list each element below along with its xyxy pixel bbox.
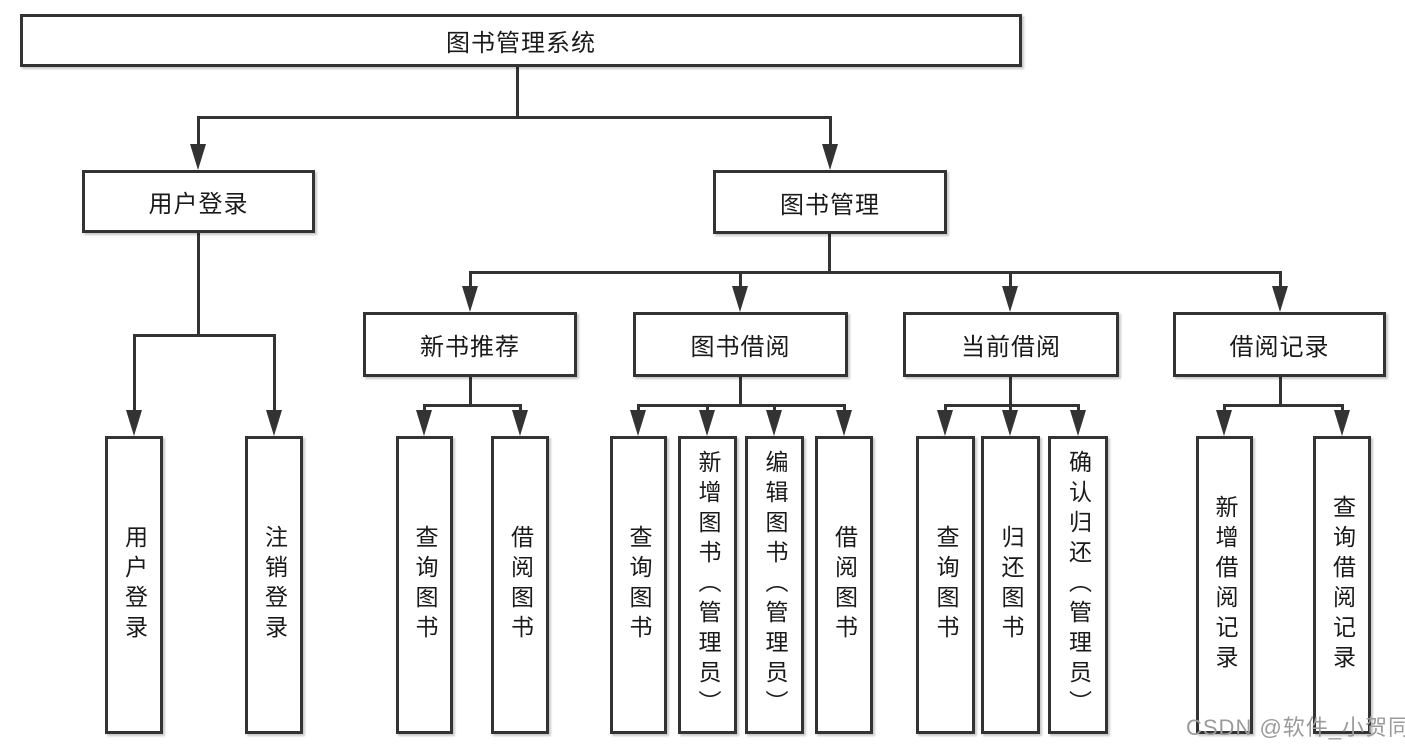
- arrow-down-icon: [836, 410, 852, 436]
- connector-line: [828, 117, 832, 162]
- leaf-label: 查询图书: [933, 525, 959, 645]
- node-current-borrowing: 当前借阅: [903, 312, 1119, 377]
- leaf-logout: 注销登录: [245, 436, 303, 734]
- node-borrowing-records: 借阅记录: [1173, 312, 1386, 377]
- connector-line: [196, 115, 832, 119]
- node-new-book-recommendation: 新书推荐: [363, 312, 577, 377]
- node-label: 图书管理: [780, 191, 880, 219]
- leaf-return-books: 归还图书: [981, 436, 1040, 734]
- leaf-label: 编辑图书（管理员）: [762, 450, 788, 720]
- arrow-down-icon: [1070, 410, 1086, 436]
- leaf-edit-books-admin: 编辑图书（管理员）: [745, 436, 804, 734]
- arrow-down-icon: [699, 410, 715, 436]
- arrow-down-icon: [630, 410, 646, 436]
- leaf-query-books-1: 查询图书: [396, 436, 453, 734]
- connector-line: [468, 377, 472, 407]
- arrow-down-icon: [190, 144, 206, 170]
- leaf-query-books-3: 查询图书: [916, 436, 975, 734]
- leaf-add-books-admin: 新增图书（管理员）: [678, 436, 737, 734]
- connector-line: [1278, 377, 1282, 407]
- connector-line: [738, 377, 742, 407]
- arrow-down-icon: [822, 144, 838, 170]
- connector-line: [468, 270, 1282, 274]
- connector-line: [1222, 403, 1344, 407]
- connector-line: [422, 403, 522, 407]
- csdn-watermark: CSDN @软件_小贺同学: [1186, 715, 1405, 740]
- node-label: 新书推荐: [420, 334, 520, 361]
- connector-line: [196, 117, 200, 162]
- node-label: 图书管理系统: [446, 30, 596, 57]
- leaf-query-borrow-record: 查询借阅记录: [1313, 436, 1371, 734]
- leaf-label: 确认归还（管理员）: [1065, 450, 1092, 720]
- connector-line: [1008, 377, 1012, 407]
- connector-line: [827, 234, 831, 274]
- arrow-down-icon: [766, 410, 782, 436]
- connector-line: [272, 335, 276, 428]
- leaf-label: 查询借阅记录: [1329, 495, 1356, 675]
- arrow-down-icon: [266, 410, 282, 436]
- node-book-management: 图书管理: [713, 170, 947, 234]
- leaf-label: 借阅图书: [831, 525, 858, 645]
- leaf-label: 借阅图书: [507, 525, 534, 645]
- leaf-user-login: 用户登录: [105, 436, 163, 734]
- arrow-down-icon: [1272, 286, 1288, 312]
- arrow-down-icon: [462, 286, 478, 312]
- leaf-confirm-return-admin: 确认归还（管理员）: [1048, 436, 1108, 734]
- arrow-down-icon: [416, 410, 432, 436]
- leaf-label: 用户登录: [121, 525, 148, 645]
- arrow-down-icon: [1002, 410, 1018, 436]
- arrow-down-icon: [126, 410, 142, 436]
- arrow-down-icon: [937, 410, 953, 436]
- connector-line: [636, 403, 846, 407]
- node-label: 借阅记录: [1229, 334, 1330, 361]
- arrow-down-icon: [1334, 410, 1350, 436]
- node-label: 用户登录: [148, 191, 249, 218]
- connector-line: [132, 333, 276, 337]
- node-root-library-system: 图书管理系统: [20, 14, 1022, 67]
- leaf-label: 注销登录: [261, 525, 288, 645]
- connector-line: [943, 403, 1080, 407]
- leaf-label: 新增图书（管理员）: [695, 450, 721, 720]
- node-book-borrowing: 图书借阅: [633, 312, 848, 377]
- connector-line: [196, 233, 200, 337]
- leaf-label: 查询图书: [412, 525, 438, 645]
- arrow-down-icon: [1216, 410, 1232, 436]
- arrow-down-icon: [1002, 286, 1018, 312]
- connector-line: [515, 67, 519, 118]
- leaf-label: 归还图书: [998, 525, 1024, 645]
- leaf-query-books-2: 查询图书: [610, 436, 667, 734]
- arrow-down-icon: [512, 410, 528, 436]
- node-user-login: 用户登录: [82, 170, 315, 233]
- node-label: 当前借阅: [961, 334, 1061, 361]
- leaf-label: 查询图书: [626, 525, 652, 645]
- leaf-borrow-books-1: 借阅图书: [491, 436, 549, 734]
- node-label: 图书借阅: [690, 334, 791, 361]
- connector-line: [132, 335, 136, 428]
- leaf-borrow-books-2: 借阅图书: [815, 436, 873, 734]
- leaf-label: 新增借阅记录: [1212, 495, 1238, 675]
- arrow-down-icon: [732, 286, 748, 312]
- leaf-add-borrow-record: 新增借阅记录: [1196, 436, 1253, 734]
